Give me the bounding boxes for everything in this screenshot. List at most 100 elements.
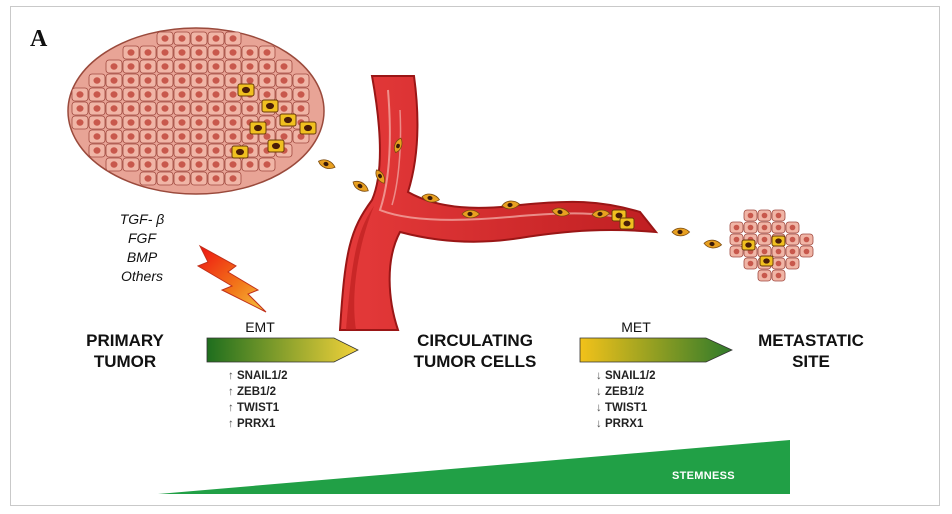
stage-circulating-tumor-cells: CIRCULATING TUMOR CELLS xyxy=(380,330,570,372)
epithelial-cell xyxy=(157,130,173,143)
epithelial-cell xyxy=(191,102,207,115)
epithelial-cell xyxy=(191,158,207,171)
epithelial-cell xyxy=(157,144,173,157)
met-arrow xyxy=(580,338,732,362)
stage-primary-line1: PRIMARY xyxy=(70,330,180,351)
epithelial-cell xyxy=(225,130,241,143)
epithelial-cell xyxy=(106,74,122,87)
emt-gene-item: ↑ZEB1/2 xyxy=(228,384,288,400)
epithelial-cell xyxy=(730,234,743,245)
emt-gene-list: ↑SNAIL1/2 ↑ZEB1/2 ↑TWIST1 ↑PRRX1 xyxy=(228,368,288,432)
gene-name: SNAIL1/2 xyxy=(605,370,656,382)
epithelial-cell xyxy=(259,74,275,87)
epithelial-cell xyxy=(191,46,207,59)
panel-label: A xyxy=(30,26,47,53)
down-arrow-icon: ↓ xyxy=(596,384,605,400)
down-arrow-icon: ↓ xyxy=(596,400,605,416)
epithelial-cell xyxy=(157,172,173,185)
epithelial-cell xyxy=(174,74,190,87)
factor-bmp: BMP xyxy=(102,248,182,267)
epithelial-cell xyxy=(225,102,241,115)
stemness-label: STEMNESS xyxy=(672,470,735,482)
epithelial-cell xyxy=(800,246,813,257)
epithelial-cell xyxy=(242,60,258,73)
epithelial-cell xyxy=(191,60,207,73)
epithelial-cell xyxy=(174,32,190,45)
epithelial-cell xyxy=(225,172,241,185)
epithelial-cell xyxy=(208,32,224,45)
factor-others: Others xyxy=(102,267,182,286)
gene-name: PRRX1 xyxy=(237,418,275,430)
epithelial-cell xyxy=(123,46,139,59)
epithelial-cell xyxy=(225,46,241,59)
transitioning-cell xyxy=(262,100,278,112)
epithelial-cell xyxy=(786,222,799,233)
metastatic-site-illustration xyxy=(730,210,813,281)
epithelial-cell xyxy=(208,102,224,115)
stage-metastatic-line1: METASTATIC xyxy=(736,330,886,351)
epithelial-cell xyxy=(786,258,799,269)
stage-circulating-line1: CIRCULATING xyxy=(380,330,570,351)
emt-gene-item: ↑PRRX1 xyxy=(228,416,288,432)
epithelial-cell xyxy=(208,130,224,143)
epithelial-cell xyxy=(208,88,224,101)
epithelial-cell xyxy=(106,144,122,157)
epithelial-cell xyxy=(242,46,258,59)
epithelial-cell xyxy=(208,74,224,87)
epithelial-cell xyxy=(89,144,105,157)
epithelial-cell xyxy=(293,88,309,101)
epithelial-cell xyxy=(89,116,105,129)
met-gene-item: ↓SNAIL1/2 xyxy=(596,368,656,384)
epithelial-cell xyxy=(72,116,88,129)
epithelial-cell xyxy=(123,88,139,101)
epithelial-cell xyxy=(259,60,275,73)
mesenchymal-cell xyxy=(704,239,722,248)
epithelial-cell xyxy=(140,144,156,157)
epithelial-cell xyxy=(276,88,292,101)
epithelial-cell xyxy=(259,158,275,171)
epithelial-cell xyxy=(157,102,173,115)
epithelial-cell xyxy=(140,130,156,143)
epithelial-cell xyxy=(772,246,785,257)
epithelial-cell xyxy=(772,258,785,269)
up-arrow-icon: ↑ xyxy=(228,416,237,432)
epithelial-cell xyxy=(208,172,224,185)
gene-name: TWIST1 xyxy=(605,402,647,414)
epithelial-cell xyxy=(225,158,241,171)
epithelial-cell xyxy=(191,144,207,157)
transitioning-cell xyxy=(238,84,254,96)
down-arrow-icon: ↓ xyxy=(596,368,605,384)
epithelial-cell xyxy=(208,46,224,59)
epithelial-cell xyxy=(758,246,771,257)
epithelial-cell xyxy=(772,222,785,233)
epithelial-cell xyxy=(758,222,771,233)
transitioning-cell xyxy=(772,236,785,246)
mesenchymal-cell xyxy=(317,158,336,171)
epithelial-cell xyxy=(730,246,743,257)
met-gene-list: ↓SNAIL1/2 ↓ZEB1/2 ↓TWIST1 ↓PRRX1 xyxy=(596,368,656,432)
epithelial-cell xyxy=(140,88,156,101)
epithelial-cell xyxy=(800,234,813,245)
epithelial-cell xyxy=(276,60,292,73)
epithelial-cell xyxy=(140,74,156,87)
met-gene-item: ↓ZEB1/2 xyxy=(596,384,656,400)
epithelial-cell xyxy=(242,102,258,115)
epithelial-cell xyxy=(225,32,241,45)
metastatic-cells xyxy=(730,210,813,281)
up-arrow-icon: ↑ xyxy=(228,400,237,416)
transitioning-cell xyxy=(232,146,248,158)
epithelial-cell xyxy=(157,74,173,87)
epithelial-cell xyxy=(106,158,122,171)
epithelial-cell xyxy=(72,88,88,101)
epithelial-cell xyxy=(157,46,173,59)
epithelial-cell xyxy=(772,210,785,221)
stage-metastatic-site: METASTATIC SITE xyxy=(736,330,886,372)
epithelial-cell xyxy=(174,116,190,129)
epithelial-cell xyxy=(191,116,207,129)
transitioning-cell xyxy=(760,256,773,266)
factor-fgf: FGF xyxy=(102,229,182,248)
epithelial-cell xyxy=(157,60,173,73)
epithelial-cell xyxy=(123,102,139,115)
epithelial-cell xyxy=(191,74,207,87)
transitioning-cell xyxy=(300,122,316,134)
